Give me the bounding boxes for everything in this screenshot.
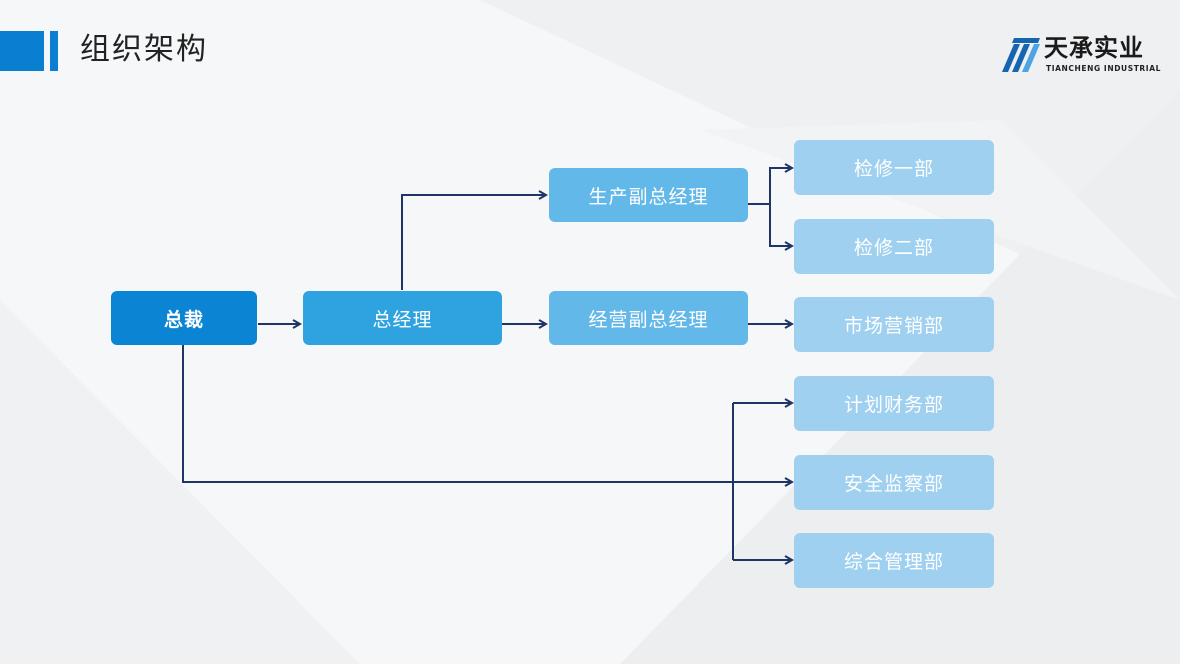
node-general-manager: 总经理 — [303, 291, 502, 345]
node-safety: 安全监察部 — [794, 455, 994, 510]
node-vp-operations: 经营副总经理 — [549, 291, 748, 345]
node-vp-production: 生产副总经理 — [549, 168, 748, 222]
header-accent-block — [0, 31, 44, 71]
node-general-mgmt: 综合管理部 — [794, 533, 994, 588]
node-maintenance-1: 检修一部 — [794, 140, 994, 195]
connector-gm-vp-production — [401, 195, 546, 290]
company-logo: 天承实业 TIANCHENG INDUSTRIAL — [1000, 34, 1165, 76]
node-finance: 计划财务部 — [794, 376, 994, 431]
page-title: 组织架构 — [80, 32, 208, 67]
logo-mark-icon — [1002, 38, 1040, 72]
connector-president-down — [182, 345, 792, 482]
node-maintenance-2: 检修二部 — [794, 219, 994, 274]
connector-maintenance-2 — [769, 204, 792, 246]
logo-subtitle: TIANCHENG INDUSTRIAL — [1046, 64, 1161, 73]
connector-maintenance-1 — [769, 168, 792, 204]
node-president: 总裁 — [111, 291, 257, 345]
node-marketing: 市场营销部 — [794, 297, 994, 352]
logo-name: 天承实业 — [1044, 34, 1144, 62]
header-accent-stripe — [50, 31, 58, 71]
